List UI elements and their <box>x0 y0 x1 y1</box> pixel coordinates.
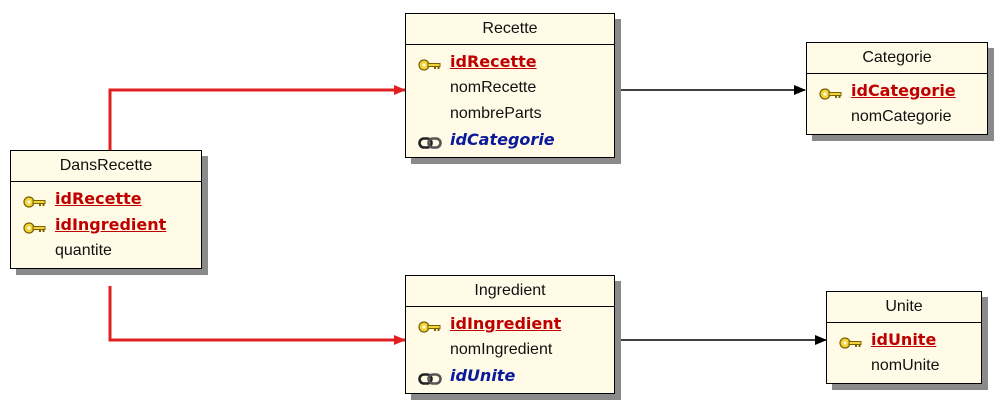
entity-fields: idIngredient nomIngredient idUnite <box>406 307 614 393</box>
field-name: idRecette <box>450 52 537 71</box>
field-name: quantite <box>55 242 112 259</box>
attribute-field[interactable]: nomCategorie <box>807 104 987 130</box>
attribute-field[interactable]: nombreParts <box>406 101 614 127</box>
field-name: nomUnite <box>871 357 940 374</box>
link-icon <box>418 133 442 149</box>
field-name: idUnite <box>871 330 937 349</box>
entity-dansrecette[interactable]: DansRecette idRecette idIngredient quantit… <box>10 150 202 269</box>
key-icon <box>819 84 843 100</box>
attribute-field[interactable]: nomIngredient <box>406 337 614 363</box>
field-name: idIngredient <box>450 314 562 333</box>
attribute-field[interactable]: nomUnite <box>827 353 981 379</box>
entity-fields: idRecette nomRecette nombreParts idCategori… <box>406 45 614 157</box>
attribute-field[interactable]: quantite <box>11 238 201 264</box>
primary-key-field[interactable]: idRecette <box>406 49 614 75</box>
link-icon <box>418 369 442 385</box>
primary-key-field[interactable]: idIngredient <box>11 212 201 238</box>
key-icon <box>23 218 47 234</box>
key-icon <box>23 192 47 208</box>
field-name: nomCategorie <box>851 108 952 125</box>
field-name: idCategorie <box>851 81 956 100</box>
link-dansrecette-recette[interactable] <box>108 85 406 150</box>
foreign-key-field[interactable]: idCategorie <box>406 127 614 153</box>
field-name: idRecette <box>55 189 142 208</box>
link-dansrecette-ingredient[interactable] <box>108 286 406 345</box>
key-icon <box>418 317 442 333</box>
entity-title: DansRecette <box>11 151 201 182</box>
attribute-field[interactable]: nomRecette <box>406 75 614 101</box>
primary-key-field[interactable]: idUnite <box>827 327 981 353</box>
field-name: nombreParts <box>450 105 542 122</box>
entity-fields: idUnite nomUnite <box>827 323 981 383</box>
entity-unite[interactable]: Unite idUnite nomUnite <box>826 291 982 384</box>
entity-ingredient[interactable]: Ingredient idIngredient nomIngredient idUn… <box>405 275 615 394</box>
primary-key-field[interactable]: idCategorie <box>807 78 987 104</box>
entity-title: Ingredient <box>406 276 614 307</box>
field-name: idIngredient <box>55 215 167 234</box>
entity-title: Categorie <box>807 43 987 74</box>
field-name: nomIngredient <box>450 341 553 358</box>
foreign-key-field[interactable]: idUnite <box>406 363 614 389</box>
key-icon <box>418 55 442 71</box>
field-name: idUnite <box>450 366 516 385</box>
field-name: nomRecette <box>450 79 537 96</box>
entity-categorie[interactable]: Categorie idCategorie nomCategorie <box>806 42 988 135</box>
primary-key-field[interactable]: idRecette <box>11 186 201 212</box>
key-icon <box>839 333 863 349</box>
entity-title: Recette <box>406 14 614 45</box>
primary-key-field[interactable]: idIngredient <box>406 311 614 337</box>
entity-fields: idRecette idIngredient quantite <box>11 182 201 268</box>
entity-fields: idCategorie nomCategorie <box>807 74 987 134</box>
field-name: idCategorie <box>450 130 555 149</box>
entity-title: Unite <box>827 292 981 323</box>
